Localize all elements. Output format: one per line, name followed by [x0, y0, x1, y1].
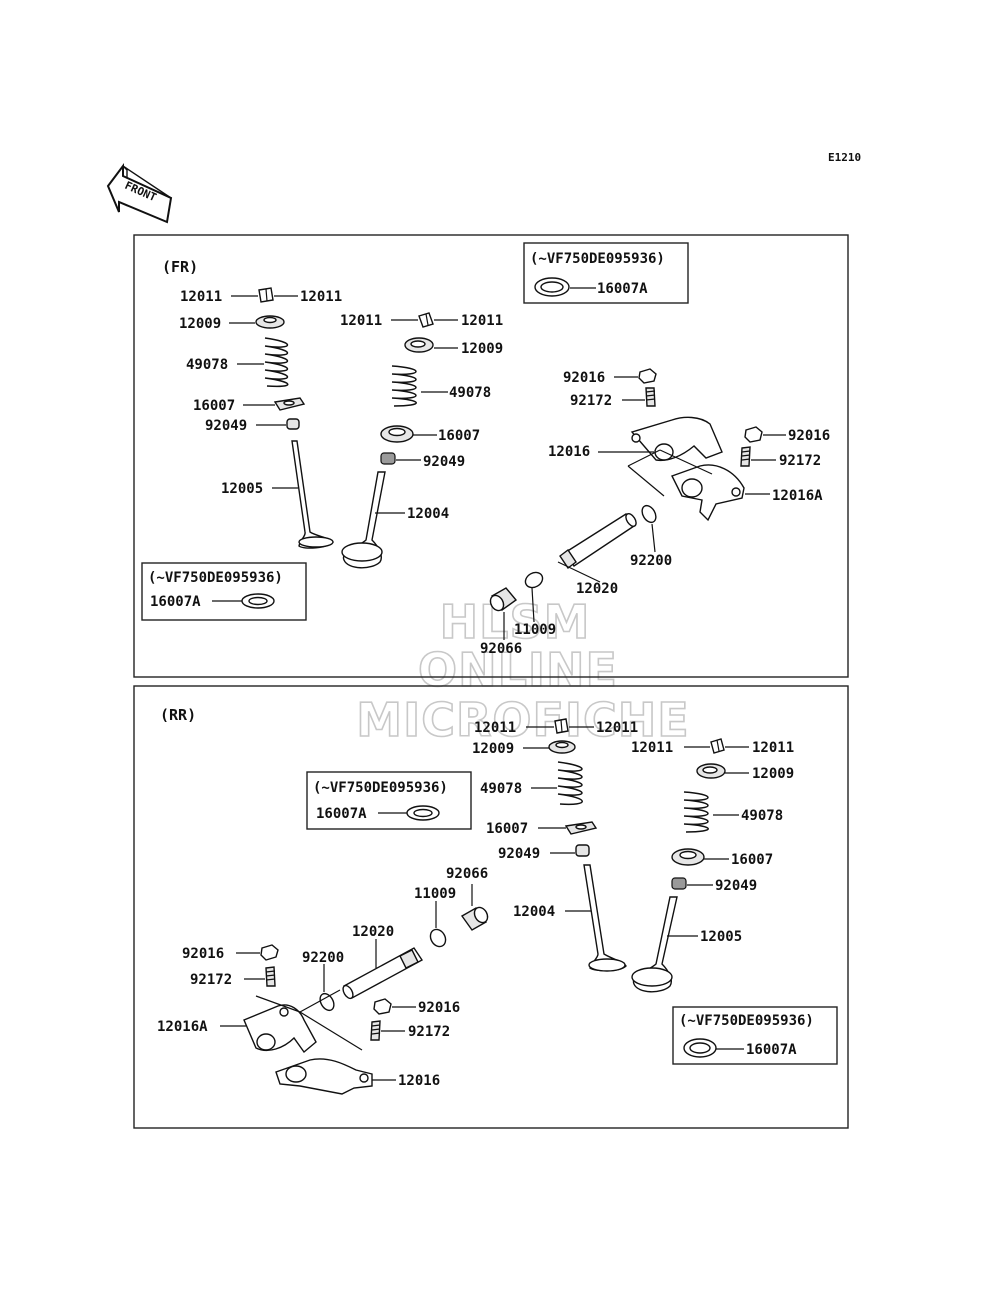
rr-label-92066: 92066	[446, 866, 488, 882]
fr-right-valve-group: 12011 12011 12009 49078 16007 92049 1200…	[340, 312, 503, 569]
fr-rocker-group: 92016 92172 12016 92016 92172 12016A	[480, 368, 830, 657]
rr-label-12011-b: 12011	[596, 720, 638, 736]
rr-label-49078-a: 49078	[480, 781, 522, 797]
rr-label-12009-a: 12009	[472, 741, 514, 757]
front-arrow-icon: FRONT	[106, 163, 173, 224]
fr-label-16007-b: 16007	[438, 428, 480, 444]
fr-inset-left-part: 16007A	[150, 594, 201, 610]
fr-label-92172-a: 92172	[570, 393, 612, 409]
fr-label-49078-b: 49078	[449, 385, 491, 401]
rr-label-92200: 92200	[302, 950, 344, 966]
rr-label-12009-b: 12009	[752, 766, 794, 782]
rr-label-92172-a: 92172	[190, 972, 232, 988]
watermark-line1: HLSM	[440, 595, 591, 649]
watermark: HLSM ONLINE MICROFICHE	[355, 594, 689, 748]
fr-label-12011-d: 12011	[461, 313, 503, 329]
fr-label-16007-a: 16007	[193, 398, 235, 414]
fr-label-12011-a: 12011	[180, 289, 222, 305]
fr-label-49078-a: 49078	[186, 357, 228, 373]
rr-inset-mid-part: 16007A	[316, 806, 367, 822]
rr-inset-right-condition: (~VF750DE095936)	[679, 1013, 814, 1029]
fr-label-92016-b: 92016	[788, 428, 830, 444]
fr-label-12020: 12020	[576, 581, 618, 597]
rr-label-12011-c: 12011	[631, 740, 673, 756]
fr-section-title: (FR)	[162, 258, 198, 276]
rr-label-92016-a: 92016	[182, 946, 224, 962]
rr-inset-mid-condition: (~VF750DE095936)	[313, 780, 448, 796]
rr-label-12004: 12004	[513, 904, 555, 920]
rr-inset-right-part: 16007A	[746, 1042, 797, 1058]
fr-label-11009: 11009	[514, 622, 556, 638]
rr-left-valve-group: 12011 12011 12009 49078 16007 92049 1200…	[472, 718, 638, 972]
fr-label-12016A: 12016A	[772, 488, 823, 504]
rr-inset-right: (~VF750DE095936) 16007A	[672, 1006, 838, 1065]
rr-label-12016: 12016	[398, 1073, 440, 1089]
fr-label-12011-b: 12011	[300, 289, 342, 305]
fr-inset-left-condition: (~VF750DE095936)	[148, 570, 283, 586]
rr-label-16007-b: 16007	[731, 852, 773, 868]
fr-inset-top-part: 16007A	[597, 281, 648, 297]
fr-label-92016-a: 92016	[563, 370, 605, 386]
rr-label-12020: 12020	[352, 924, 394, 940]
rr-label-12011-a: 12011	[474, 720, 516, 736]
rr-label-12016A: 12016A	[157, 1019, 208, 1035]
rr-label-12011-d: 12011	[752, 740, 794, 756]
rr-label-92172-b: 92172	[408, 1024, 450, 1040]
rr-label-92049-b: 92049	[715, 878, 757, 894]
fr-label-12016: 12016	[548, 444, 590, 460]
fr-label-92066: 92066	[480, 641, 522, 657]
rr-label-49078-b: 49078	[741, 808, 783, 824]
fr-label-92172-b: 92172	[779, 453, 821, 469]
rr-label-92049-a: 92049	[498, 846, 540, 862]
diagram-code: E1210	[828, 151, 861, 164]
fr-label-12009-b: 12009	[461, 341, 503, 357]
rr-inset-mid: (~VF750DE095936) 16007A	[306, 771, 472, 830]
fr-label-92049-a: 92049	[205, 418, 247, 434]
fr-label-12009-a: 12009	[179, 316, 221, 332]
rr-right-valve-group: 12011 12011 12009 49078 16007 92049 1200…	[631, 738, 794, 993]
fr-label-12011-c: 12011	[340, 313, 382, 329]
rr-label-92016-b: 92016	[418, 1000, 460, 1016]
fr-label-92200: 92200	[630, 553, 672, 569]
rr-label-12005: 12005	[700, 929, 742, 945]
rr-label-16007-a: 16007	[486, 821, 528, 837]
fr-inset-left: (~VF750DE095936) 16007A	[141, 562, 307, 621]
fr-label-12005: 12005	[221, 481, 263, 497]
fr-label-12004: 12004	[407, 506, 449, 522]
watermark-line3: MICROFICHE	[356, 693, 689, 747]
rr-section-frame	[133, 685, 849, 1129]
rr-label-11009: 11009	[414, 886, 456, 902]
rr-section-title: (RR)	[160, 706, 196, 724]
fr-left-valve-group: 12011 12011 12009 49078 16007 92049 1200…	[179, 287, 342, 549]
fr-label-92049-b: 92049	[423, 454, 465, 470]
fr-inset-top: (~VF750DE095936) 16007A	[523, 242, 689, 304]
watermark-line2: ONLINE	[418, 643, 618, 697]
fr-section-frame	[133, 234, 849, 678]
fr-inset-top-condition: (~VF750DE095936)	[530, 251, 665, 267]
rr-rocker-group: 92066 11009 12020 92200 92016 92172 1201…	[157, 866, 489, 1095]
